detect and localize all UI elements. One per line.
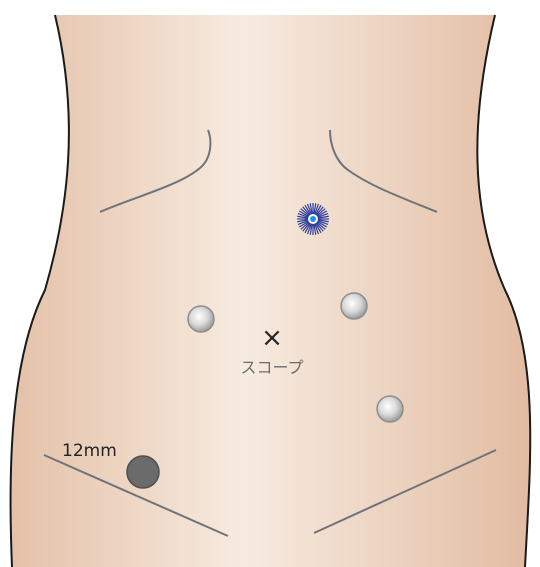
scope-label: スコープ (240, 358, 303, 377)
port-right-upper (341, 293, 367, 319)
torso-body (11, 15, 531, 567)
scope-marker-icon: × (261, 323, 283, 353)
navel-center-dot (310, 216, 316, 222)
port-left-upper (188, 306, 214, 332)
port-12mm (127, 456, 159, 488)
port-right-lower (377, 396, 403, 422)
port-size-label: 12mm (62, 441, 117, 461)
